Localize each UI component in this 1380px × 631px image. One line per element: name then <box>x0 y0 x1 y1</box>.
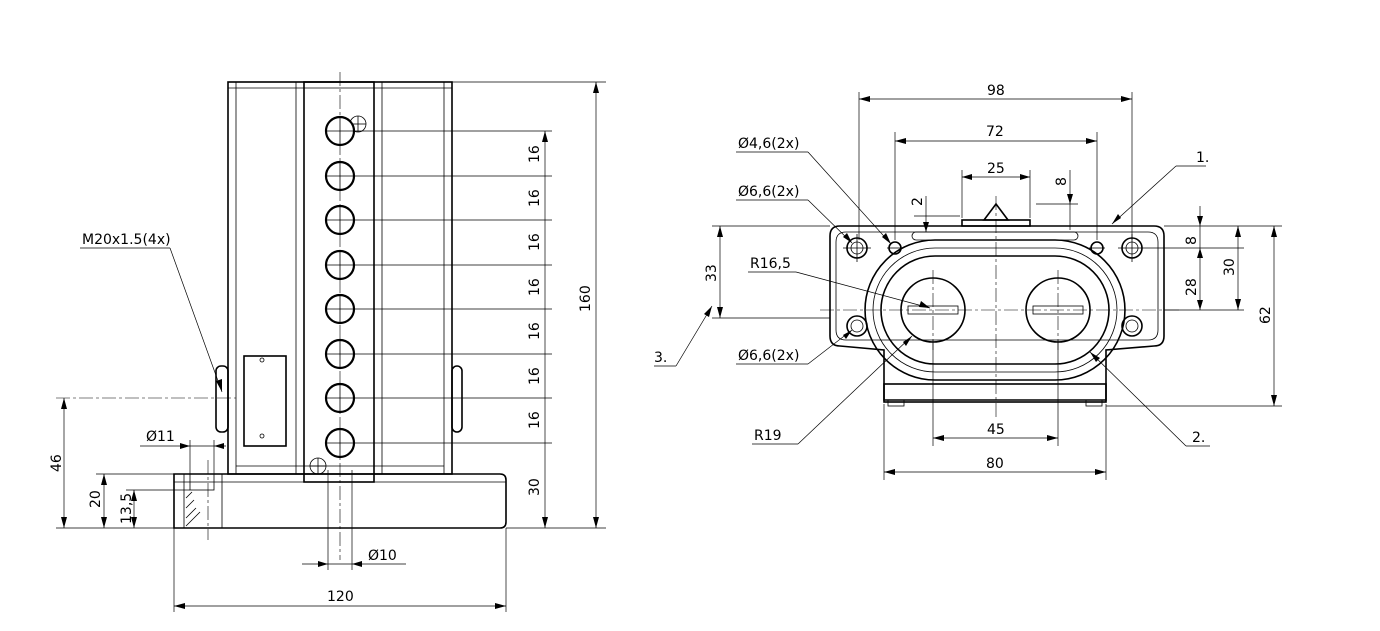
label-window <box>243 355 287 447</box>
dim-spacing: 16 <box>527 278 543 296</box>
callout-2: 2. <box>1192 430 1205 446</box>
dim-30: 30 <box>1222 258 1238 276</box>
indicator-hole <box>324 382 356 414</box>
thread-callout: M20x1.5(4x) <box>82 232 171 248</box>
obround-outer <box>864 239 1126 381</box>
dim-28: 28 <box>1184 278 1200 296</box>
small-hole <box>1089 241 1105 255</box>
top-view <box>820 196 1180 420</box>
indicator-holes <box>324 115 356 459</box>
callout-3: 3. <box>654 350 667 366</box>
cable-gland-right <box>451 365 463 433</box>
dim-hole-dia-10: Ø10 <box>368 548 397 564</box>
indicator-hole <box>324 115 356 147</box>
dim-height-13-5: 13,5 <box>119 493 135 524</box>
callout-1: 1. <box>1196 150 1209 166</box>
dim-height-46: 46 <box>49 454 65 472</box>
hole-callout-6-6-upper: Ø6,6(2x) <box>738 184 799 200</box>
indicator-hole <box>324 338 356 370</box>
dim-62: 62 <box>1258 306 1274 324</box>
dim-spacing: 16 <box>527 145 543 163</box>
dim-width-25: 25 <box>987 161 1005 177</box>
dim-8-top: 8 <box>1054 177 1070 186</box>
dim-8-right: 8 <box>1184 236 1200 245</box>
dim-spacing: 16 <box>527 233 543 251</box>
dim-spacing: 16 <box>527 367 543 385</box>
dim-33: 33 <box>704 264 720 282</box>
dim-spacing: 16 <box>527 322 543 340</box>
dim-width-72: 72 <box>986 124 1004 140</box>
dim-height-20: 20 <box>88 490 104 508</box>
cable-gland-left <box>215 365 229 433</box>
radius-callout-16-5: R16,5 <box>750 256 791 272</box>
base-plate <box>173 473 507 529</box>
mounting-hole <box>1121 315 1143 337</box>
mounting-hole <box>843 234 871 262</box>
dim-2: 2 <box>910 197 926 206</box>
indicator-hole <box>324 204 356 236</box>
dim-overall-height: 160 <box>578 285 594 312</box>
dim-width-80: 80 <box>986 456 1004 472</box>
dim-width-98: 98 <box>987 83 1005 99</box>
hole-callout-6-6-lower: Ø6,6(2x) <box>738 348 799 364</box>
dim-spacing: 16 <box>527 411 543 429</box>
indicator-hole <box>324 160 356 192</box>
side-view <box>56 72 507 560</box>
dim-base-width: 120 <box>327 589 354 605</box>
dim-spacing: 16 <box>527 189 543 207</box>
hole-callout-4-6: Ø4,6(2x) <box>738 136 799 152</box>
indicator-hole <box>324 293 356 325</box>
dim-hole-dia-11: Ø11 <box>146 429 175 445</box>
dim-bottom-spacing: 30 <box>527 478 543 496</box>
flange-outline <box>829 225 1165 401</box>
indicator-hole <box>324 249 356 281</box>
top-dimensions: 98 72 25 8 2 8 28 <box>654 83 1282 480</box>
side-dimensions: 160 16 16 16 16 16 16 16 30 46 20 13,5 Ø… <box>49 81 606 612</box>
indicator-hole <box>324 427 356 459</box>
radius-callout-19: R19 <box>754 428 782 444</box>
dim-width-45: 45 <box>987 422 1005 438</box>
